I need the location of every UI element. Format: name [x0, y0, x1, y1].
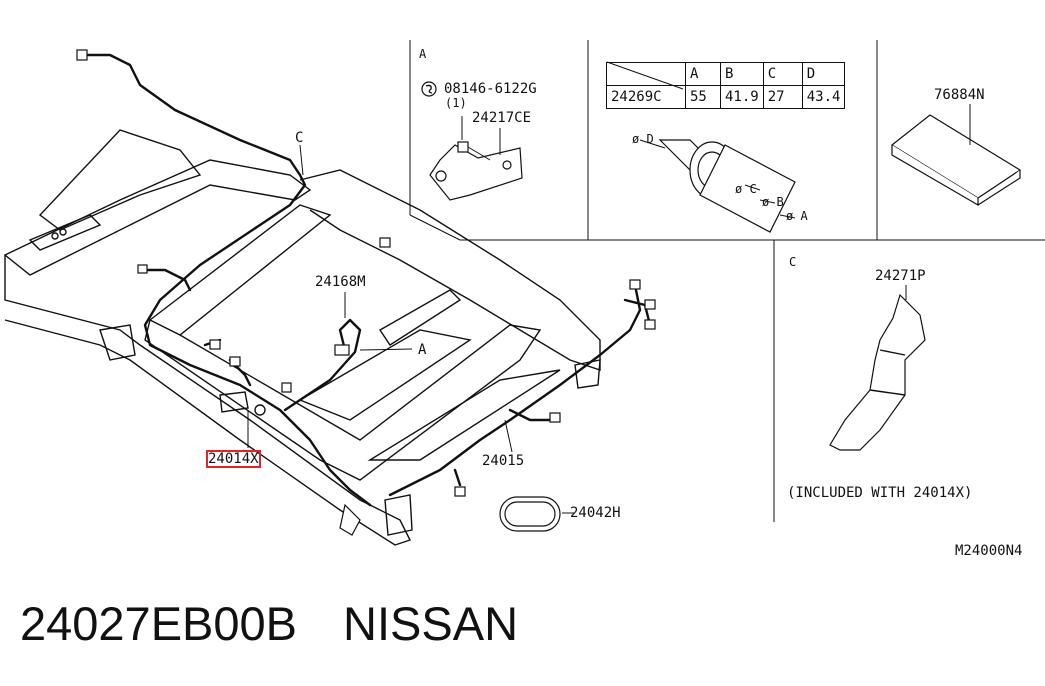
panel-dividers: [409, 40, 1045, 522]
label-ref-c: C: [295, 130, 304, 146]
label-24042H: 24042H: [570, 505, 621, 521]
panel-a-title: A: [419, 47, 427, 61]
panel-c-note: (INCLUDED WITH 24014X): [787, 485, 973, 501]
label-bolt-qty: (1): [445, 96, 467, 110]
leader-lines: [247, 144, 574, 514]
table-header-cell: D: [801, 62, 846, 86]
harness-24168M-wire: [283, 318, 362, 412]
table-header-cell: [606, 62, 686, 86]
table-cell: 27: [762, 85, 803, 109]
label-76884N: 76884N: [934, 87, 985, 103]
table-header-cell: C: [762, 62, 803, 86]
label-24217CE: 24217CE: [472, 110, 532, 126]
label-24014X[interactable]: 24014X: [206, 450, 261, 468]
table-cell: 24269C: [606, 85, 686, 109]
table-header-row: A B C D: [606, 62, 846, 86]
caption: 24027EB00B NISSAN: [20, 600, 518, 647]
label-24168M: 24168M: [315, 274, 366, 290]
label-24015: 24015: [482, 453, 525, 469]
dim-label-a: ø A: [786, 209, 808, 223]
grommet-24042H-shape: [499, 496, 561, 532]
grommet-24269C-drawing: [606, 61, 796, 233]
diagram-code: M24000N4: [955, 543, 1023, 559]
table-header-cell: A: [685, 62, 721, 86]
grommet-dimension-table: A B C D 24269C 55 41.9 27 43.4: [606, 62, 846, 109]
connectors: [76, 49, 656, 536]
label-ref-a: A: [418, 342, 427, 358]
table-cell: 41.9: [720, 85, 764, 109]
caption-part-number: 24027EB00B: [20, 597, 298, 650]
dim-label-c: ø C: [735, 182, 757, 196]
protector-24271P-shape: [829, 285, 926, 451]
pad-76884N-shape: [890, 104, 1022, 207]
vehicle-frame: [3, 129, 601, 546]
label-24271P: 24271P: [875, 268, 926, 284]
panel-c-title: C: [789, 255, 797, 269]
panel-a-parts: [421, 81, 523, 201]
table-cell: 43.4: [801, 85, 846, 109]
label-08146-6122G: 08146-6122G: [444, 81, 537, 97]
table-header-cell: B: [720, 62, 764, 86]
table-cell: 55: [685, 85, 721, 109]
caption-brand: NISSAN: [343, 597, 519, 650]
dim-label-b: ø B: [762, 195, 784, 209]
table-row: 24269C 55 41.9 27 43.4: [606, 85, 846, 109]
dim-label-d: ø D: [632, 132, 654, 146]
